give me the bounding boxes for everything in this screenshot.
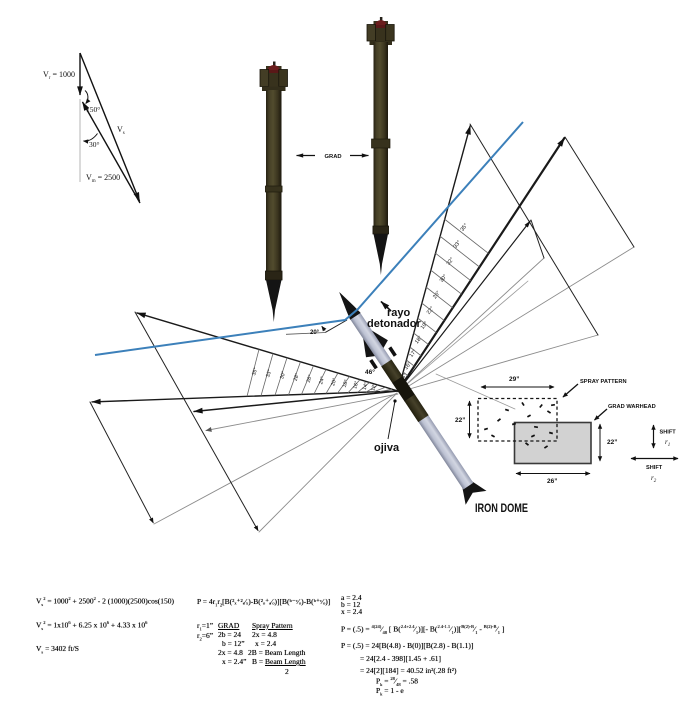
- svg-text:28°: 28°: [293, 372, 301, 381]
- svg-text:18°: 18°: [342, 379, 350, 388]
- svg-text:30°: 30°: [89, 140, 100, 149]
- svg-text:Vs: Vs: [117, 125, 125, 136]
- svg-text:30°: 30°: [439, 274, 449, 284]
- svg-text:26°: 26°: [306, 374, 314, 383]
- svg-text:22”: 22”: [607, 439, 617, 446]
- svg-text:24°: 24°: [318, 376, 326, 385]
- svg-text:Vm = 2500: Vm = 2500: [86, 173, 120, 184]
- svg-text:17°: 17°: [408, 349, 418, 359]
- svg-text:SPRAY PATTERN: SPRAY PATTERN: [580, 379, 627, 385]
- svg-text:20°: 20°: [310, 330, 320, 336]
- svg-text:16°: 16°: [352, 380, 360, 389]
- svg-text:22°: 22°: [426, 306, 436, 316]
- svg-text:SHIFT: SHIFT: [646, 465, 663, 471]
- svg-text:GRAD WARHEAD: GRAD WARHEAD: [608, 404, 656, 410]
- svg-text:32°: 32°: [446, 257, 456, 267]
- svg-text:18°: 18°: [414, 335, 424, 345]
- svg-text:r2: r2: [651, 474, 657, 484]
- svg-text:ojiva: ojiva: [374, 442, 400, 454]
- svg-text:35°: 35°: [251, 367, 259, 376]
- svg-text:14°: 14°: [362, 382, 370, 391]
- svg-text:rayo: rayo: [387, 307, 411, 319]
- svg-text:29”: 29”: [509, 376, 519, 383]
- svg-text:SHIFT: SHIFT: [660, 430, 677, 436]
- svg-text:22”: 22”: [455, 417, 465, 424]
- svg-text:46°: 46°: [365, 368, 375, 376]
- svg-text:150°: 150°: [86, 105, 100, 114]
- svg-text:IRON DOME: IRON DOME: [475, 503, 528, 515]
- svg-text:GRAD: GRAD: [325, 154, 342, 160]
- svg-text:19°: 19°: [420, 321, 430, 331]
- svg-text:detonador: detonador: [367, 318, 421, 330]
- svg-text:16°: 16°: [403, 361, 413, 371]
- svg-text:26”: 26”: [547, 478, 557, 485]
- svg-text:33°: 33°: [265, 369, 273, 378]
- svg-text:12°: 12°: [370, 383, 378, 392]
- svg-text:20°: 20°: [330, 377, 338, 386]
- svg-text:30°: 30°: [279, 371, 287, 380]
- svg-text:35°: 35°: [460, 223, 470, 233]
- svg-text:33°: 33°: [453, 240, 463, 250]
- svg-text:Vr = 1000: Vr = 1000: [43, 70, 75, 81]
- svg-text:r1: r1: [665, 438, 670, 448]
